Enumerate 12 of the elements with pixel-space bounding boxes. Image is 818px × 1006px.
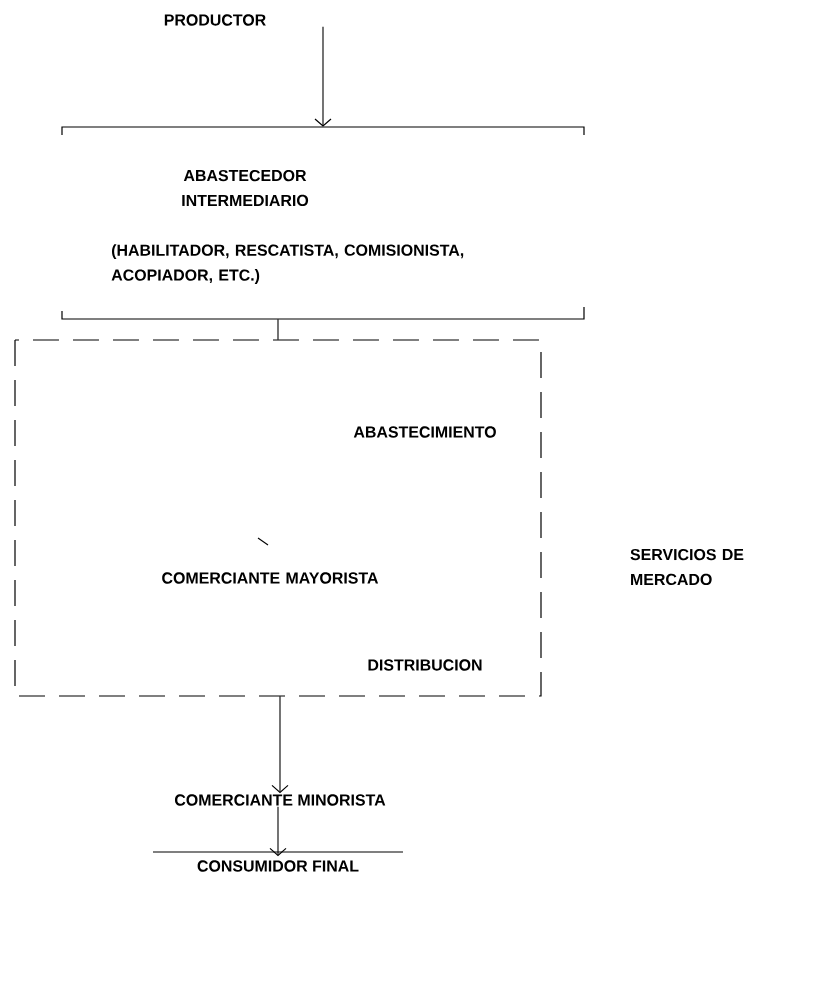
node-text: COMERCIANTE MAYORISTA: [162, 572, 379, 584]
arrow: [314, 26, 332, 127]
node-text: ABASTECEDOR INTERMEDIARIO: [182, 169, 309, 207]
node-text: PRODUCTOR: [164, 14, 266, 26]
overlined-text: CONSUMIDOR FINAL: [152, 851, 404, 872]
node-text: DISTRIBUCION: [368, 659, 482, 671]
arrow: [269, 806, 287, 857]
node-text: ABASTECIMIENTO: [353, 426, 496, 438]
arrow: [271, 695, 289, 794]
node-text: (HABILITADOR, RESCATISTA, COMISIONISTA, ACOPIADOR, ETC.): [111, 244, 464, 284]
node-text: COMERCIANTE MINORISTA: [175, 794, 386, 806]
side-label: SERVICIOS DE MERCADO: [630, 548, 744, 586]
